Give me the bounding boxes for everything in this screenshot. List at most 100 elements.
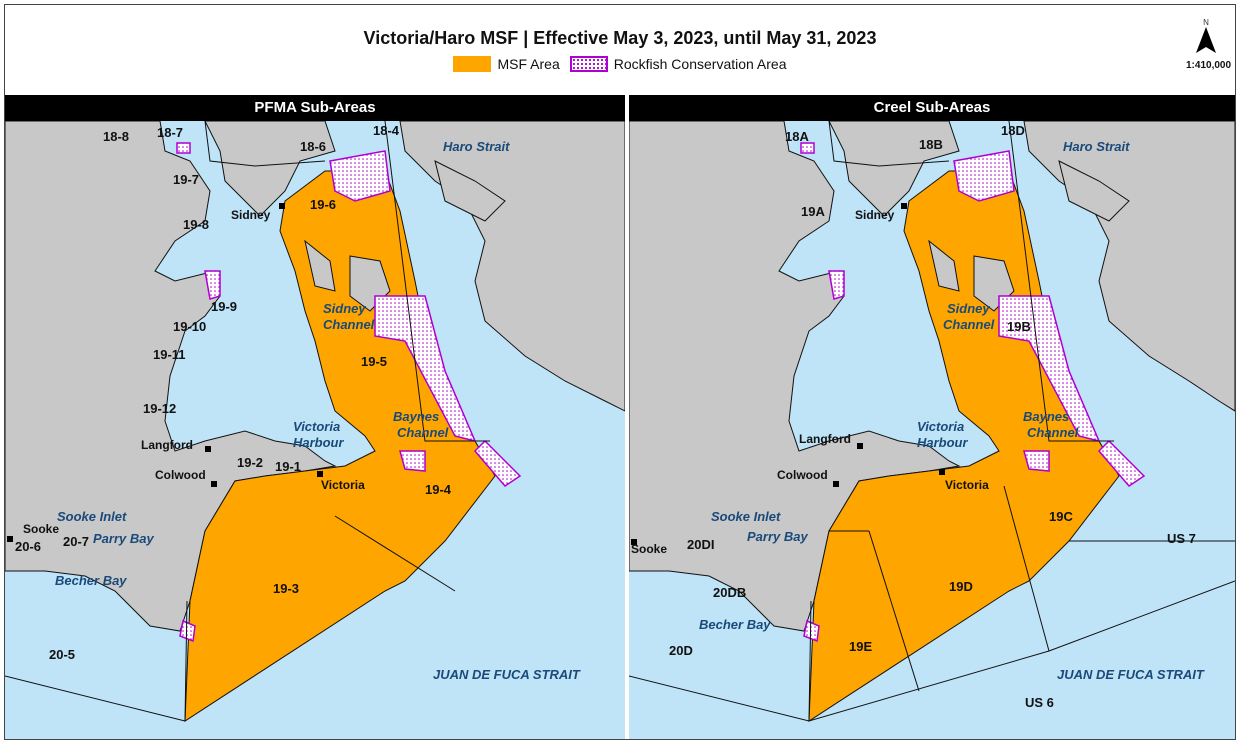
city-marker <box>7 536 13 542</box>
rca-patch <box>800 142 815 154</box>
city-marker <box>631 539 637 545</box>
water-label: Sidney <box>323 301 366 316</box>
city-label: Sidney <box>231 208 271 222</box>
area-label: 19-9 <box>211 299 237 314</box>
area-label: 19-10 <box>173 319 206 334</box>
city-marker <box>279 203 285 209</box>
rca-haro-strip <box>998 295 1101 443</box>
rca-patch <box>828 270 845 300</box>
area-label: US 7 <box>1167 531 1196 546</box>
area-label: 20D <box>669 643 693 658</box>
right-panel-heading: Creel Sub-Areas <box>629 95 1235 121</box>
water-label: Baynes <box>393 409 439 424</box>
msf-swatch <box>453 56 492 72</box>
rca-patch <box>179 619 196 643</box>
legend-rca: Rockfish Conservation Area <box>569 56 787 72</box>
area-label: 20DB <box>713 585 746 600</box>
area-label: 19B <box>1007 319 1031 334</box>
rca-patch <box>1023 450 1050 472</box>
boundary-line <box>808 600 812 722</box>
boundary-line <box>204 121 326 167</box>
north-arrow-icon <box>1196 27 1216 53</box>
north-letter: N <box>1203 18 1209 27</box>
water-label: Parry Bay <box>747 529 808 544</box>
rca-patch <box>329 150 391 202</box>
right-panel-map: 18A 18B 18D 19A 19B 19C 19D 19E 20DI 20D… <box>629 121 1235 739</box>
water-label: Sooke Inlet <box>57 509 127 524</box>
area-label: 20-6 <box>15 539 41 554</box>
city-marker <box>205 446 211 452</box>
island-land <box>434 160 506 222</box>
area-label: US 6 <box>1025 695 1054 710</box>
water-label: Becher Bay <box>699 617 771 632</box>
rca-haro-strip <box>374 295 477 443</box>
area-label: 19-8 <box>183 217 209 232</box>
vancouver-island-land <box>629 121 961 632</box>
saanich-land <box>828 121 960 217</box>
boundary-line <box>5 675 186 722</box>
left-panel-heading: PFMA Sub-Areas <box>5 95 625 121</box>
water-label: Parry Bay <box>93 531 154 546</box>
water-label: Victoria <box>293 419 340 434</box>
boundary-line <box>1003 485 1050 652</box>
rca-patch <box>399 450 426 472</box>
city-marker <box>901 203 907 209</box>
area-label: 19A <box>801 204 825 219</box>
city-label: Langford <box>141 438 193 452</box>
water-label: Victoria <box>917 419 964 434</box>
rca-patch <box>953 150 1015 202</box>
water-label: Haro Strait <box>443 139 510 154</box>
city-label: Sooke <box>23 522 59 536</box>
saanich-land <box>204 121 336 217</box>
rca-swatch <box>569 56 608 72</box>
legend-msf: MSF Area <box>453 56 560 72</box>
area-label: 19C <box>1049 509 1073 524</box>
area-label: 19E <box>849 639 872 654</box>
water-label: Channel <box>323 317 375 332</box>
area-label: 20-5 <box>49 647 75 662</box>
area-label: 19-2 <box>237 455 263 470</box>
city-label: Langford <box>799 432 851 446</box>
area-label: 19-7 <box>173 172 199 187</box>
rca-patch <box>204 270 221 300</box>
rca-patch <box>803 619 820 643</box>
area-label: 18-7 <box>157 125 183 140</box>
water-label: Haro Strait <box>1063 139 1130 154</box>
boundary-line <box>334 515 456 592</box>
water-label: Channel <box>943 317 995 332</box>
city-label: Victoria <box>945 478 989 492</box>
island-land <box>304 239 336 292</box>
map-scale: 1:410,000 <box>1186 60 1232 71</box>
city-marker <box>939 469 945 475</box>
area-label: 18B <box>919 137 943 152</box>
left-panel-map: 18-8 18-7 18-6 18-4 19-7 19-6 19-8 19-9 … <box>5 121 625 739</box>
city-label: Sooke <box>631 542 667 556</box>
city-label: Colwood <box>777 468 828 482</box>
water-label: JUAN DE FUCA STRAIT <box>433 667 581 682</box>
area-label: 18D <box>1001 123 1025 138</box>
island-land <box>1058 160 1130 222</box>
area-label: 19-12 <box>143 401 176 416</box>
city-marker <box>317 471 323 477</box>
boundary-line <box>629 580 1235 722</box>
water-label: Baynes <box>1023 409 1069 424</box>
san-juan-land <box>1023 121 1235 412</box>
area-label: 18-4 <box>373 123 400 138</box>
city-marker <box>833 481 839 487</box>
area-label: 19-3 <box>273 581 299 596</box>
city-label: Colwood <box>155 468 206 482</box>
city-label: Sidney <box>855 208 895 222</box>
water-label: Channel <box>1027 425 1079 440</box>
boundary-line <box>384 121 490 442</box>
area-label: 18-6 <box>300 139 326 154</box>
island-land <box>928 239 960 292</box>
city-marker <box>211 481 217 487</box>
legend-rca-label: Rockfish Conservation Area <box>613 56 787 72</box>
area-label: 18A <box>785 129 809 144</box>
boundary-line <box>828 121 950 167</box>
area-label: 18-8 <box>103 129 129 144</box>
city-marker <box>857 443 863 449</box>
water-label: Becher Bay <box>55 573 127 588</box>
water-label: Sooke Inlet <box>711 509 781 524</box>
water-label: Harbour <box>293 435 345 450</box>
